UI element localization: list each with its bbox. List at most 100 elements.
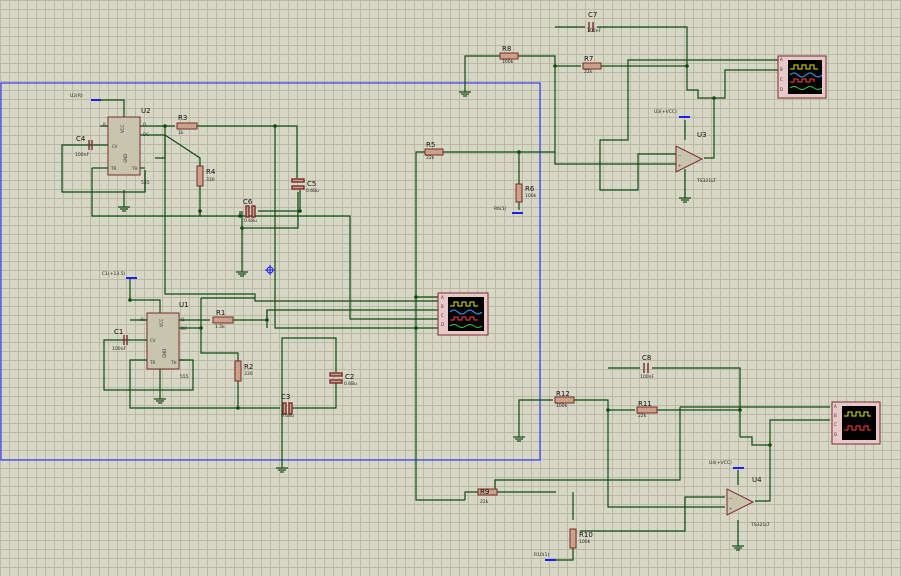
svg-text:100nF: 100nF: [75, 152, 89, 158]
svg-text:A: A: [834, 404, 837, 409]
svg-text:R10: R10: [579, 531, 593, 539]
svg-text:B: B: [834, 413, 837, 418]
resistor-r5[interactable]: R5 22k: [424, 141, 444, 161]
resistor-r3[interactable]: R3 1k: [176, 114, 198, 136]
svg-text:TH: TH: [170, 360, 176, 365]
terminal-u3-vcc[interactable]: U3(+VCC): [654, 109, 690, 118]
svg-text:D: D: [441, 322, 444, 327]
resistor-r12[interactable]: R12 100k: [554, 390, 575, 409]
svg-text:R10(1): R10(1): [534, 552, 549, 558]
svg-text:R1: R1: [216, 309, 225, 317]
svg-text:U2(R): U2(R): [70, 93, 83, 99]
svg-text:C6: C6: [243, 198, 253, 206]
resistor-r1[interactable]: R1 1.5k: [212, 309, 234, 330]
svg-text:VCC: VCC: [120, 124, 125, 133]
svg-text:0.68u: 0.68u: [306, 188, 319, 194]
resistor-r8[interactable]: R8 100k: [499, 45, 519, 65]
opamp-u3[interactable]: − + U3 TS321LT: [675, 131, 716, 184]
svg-text:TS321LT: TS321LT: [750, 522, 770, 528]
u2-ref: U2: [141, 107, 151, 115]
svg-text:B: B: [441, 304, 444, 309]
svg-text:U3(+VCC): U3(+VCC): [654, 109, 677, 115]
svg-text:TR: TR: [149, 360, 155, 365]
svg-text:−: −: [729, 496, 732, 501]
svg-text:C7: C7: [588, 11, 597, 19]
svg-text:R3: R3: [178, 114, 187, 122]
svg-text:U4(+VCC): U4(+VCC): [709, 460, 732, 466]
capacitor-c5[interactable]: C5 0.68u: [291, 178, 319, 194]
capacitor-c2[interactable]: C2 0.68u: [329, 372, 357, 387]
svg-text:+: +: [729, 506, 732, 511]
capacitor-c8[interactable]: C8 100nF: [640, 354, 654, 380]
ground-u1: [154, 398, 166, 404]
terminal-c1[interactable]: C1(+13.5): [102, 271, 137, 279]
svg-text:R7: R7: [584, 55, 593, 63]
wires: [61, 26, 830, 561]
svg-text:C: C: [441, 313, 444, 318]
svg-text:22k: 22k: [584, 69, 593, 75]
capacitor-c3[interactable]: C3 0.68u: [281, 393, 294, 419]
svg-text:R5: R5: [426, 141, 435, 149]
svg-text:R8: R8: [502, 45, 511, 53]
svg-text:1k: 1k: [178, 130, 184, 136]
svg-text:100k: 100k: [579, 539, 591, 545]
capacitor-c7[interactable]: C7 100nF: [587, 11, 601, 34]
svg-text:R4: R4: [206, 168, 216, 176]
resistor-r4[interactable]: R4 330: [196, 165, 216, 187]
svg-text:100k: 100k: [502, 59, 514, 65]
svg-text:C3: C3: [281, 393, 290, 401]
svg-text:A: A: [441, 295, 444, 300]
svg-text:CV: CV: [112, 144, 118, 149]
svg-text:100nF: 100nF: [587, 28, 601, 34]
svg-text:R6(1): R6(1): [494, 206, 507, 212]
resistor-r6[interactable]: R6 100k: [515, 183, 537, 203]
svg-text:CV: CV: [150, 338, 156, 343]
svg-text:22k: 22k: [638, 413, 647, 419]
ground-u2: [118, 206, 130, 212]
oscilloscope-3[interactable]: A B C D: [831, 401, 881, 445]
ground-c6: [236, 271, 248, 277]
terminal-r10[interactable]: R10(1): [534, 552, 556, 561]
svg-text:TH: TH: [131, 166, 137, 171]
terminal-u2-r[interactable]: U2(R): [70, 93, 101, 101]
svg-text:D: D: [780, 87, 783, 92]
svg-text:R: R: [103, 122, 106, 127]
terminal-r6[interactable]: R6(1): [494, 206, 523, 214]
svg-text:C1: C1: [114, 328, 123, 336]
capacitor-c1[interactable]: C1 100nF: [112, 328, 128, 352]
svg-text:C: C: [780, 77, 783, 82]
resistor-r10[interactable]: R10 100k: [569, 528, 593, 549]
ground-symbols: [118, 91, 744, 551]
resistor-r11[interactable]: R11 22k: [636, 400, 658, 419]
u1-value: 555: [180, 374, 189, 380]
svg-text:C: C: [834, 422, 837, 427]
resistor-r2[interactable]: R2 330: [234, 360, 253, 382]
opamp-u4[interactable]: − + U4 TS321LT: [726, 476, 770, 528]
svg-text:330: 330: [244, 371, 253, 377]
svg-text:GND: GND: [123, 154, 128, 163]
sheet-region: [0, 82, 541, 461]
svg-text:100nF: 100nF: [640, 374, 654, 380]
resistor-r7[interactable]: R7 22k: [582, 55, 602, 75]
svg-text:100k: 100k: [525, 193, 537, 199]
svg-text:C5: C5: [307, 180, 316, 188]
u1-ref: U1: [179, 301, 189, 309]
svg-text:R9: R9: [480, 488, 489, 496]
capacitor-c6[interactable]: C6 0.68u: [243, 198, 257, 224]
capacitor-c4[interactable]: C4 100nF: [75, 135, 93, 158]
origin-marker-icon: [265, 265, 275, 275]
ground-u4: [732, 545, 744, 551]
oscilloscope-1[interactable]: A B C D: [437, 292, 489, 336]
terminal-u4-vcc[interactable]: U4(+VCC): [709, 460, 744, 469]
svg-text:1.5k: 1.5k: [215, 324, 225, 330]
svg-text:D: D: [834, 432, 837, 437]
svg-text:0.68u: 0.68u: [244, 218, 257, 224]
svg-text:R2: R2: [244, 363, 253, 371]
resistor-r9[interactable]: R9 22k: [477, 488, 498, 505]
svg-text:22k: 22k: [480, 499, 489, 505]
oscilloscope-2[interactable]: A B C D: [777, 55, 827, 99]
timer-u2[interactable]: U2 R Q DC CV TR TH VCC GND 555: [91, 107, 155, 186]
svg-text:R6: R6: [525, 185, 535, 193]
timer-u1[interactable]: U1 R Q DC CV TR TH VCC GND 555: [126, 301, 189, 380]
